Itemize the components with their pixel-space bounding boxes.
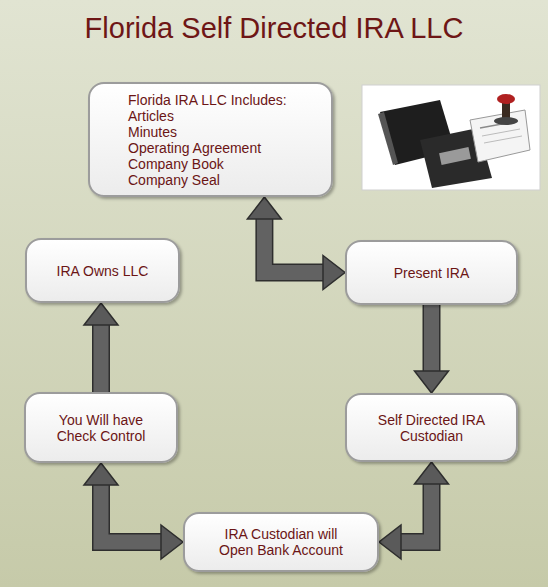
flow-arrow	[101, 325, 102, 392]
box-text: Company Seal	[128, 172, 220, 188]
arrow-shaft	[264, 219, 323, 273]
process-box: IRA Owns LLC	[25, 238, 180, 303]
arrow-outline	[423, 305, 441, 371]
arrow-outline	[101, 485, 161, 542]
seal-base	[494, 117, 518, 125]
box-text: Operating Agreement	[128, 140, 261, 156]
box-text: Florida IRA LLC Includes:	[128, 92, 287, 108]
box-text: Minutes	[128, 124, 177, 140]
process-box: Florida IRA LLC Includes:ArticlesMinutes…	[88, 82, 333, 197]
arrow-shaft	[424, 305, 439, 371]
label-plate	[439, 147, 471, 165]
process-box: IRA Custodian will Open Bank Account	[183, 512, 379, 572]
box-text: Company Book	[128, 156, 224, 172]
flow-arrow	[431, 305, 432, 371]
flow-arrow	[101, 485, 161, 542]
box-text: Self Directed IRA Custodian	[375, 412, 488, 444]
arrow-shaft	[101, 485, 161, 542]
flow-arrow	[264, 219, 323, 273]
certificate	[470, 110, 530, 162]
arrow-outline	[401, 484, 432, 542]
arrow-shaft	[94, 325, 109, 392]
binder-spine	[378, 112, 398, 165]
box-text: IRA Owns LLC	[57, 263, 149, 279]
box-text: Present IRA	[394, 265, 469, 281]
flow-arrow	[401, 484, 432, 542]
process-box: Self Directed IRA Custodian	[345, 393, 518, 462]
box-text: You Will have Check Control	[44, 412, 158, 444]
box-text: Articles	[128, 108, 174, 124]
arrow-outline	[92, 325, 110, 392]
arrow-outline	[264, 219, 323, 273]
process-box: You Will have Check Control	[24, 392, 178, 463]
box-text: IRA Custodian will Open Bank Account	[207, 526, 355, 558]
diagram-title: Florida Self Directed IRA LLC	[0, 12, 548, 45]
seal-top	[497, 94, 515, 104]
process-box: Present IRA	[345, 240, 518, 305]
arrow-shaft	[401, 484, 432, 542]
binder-illustration	[362, 85, 540, 190]
